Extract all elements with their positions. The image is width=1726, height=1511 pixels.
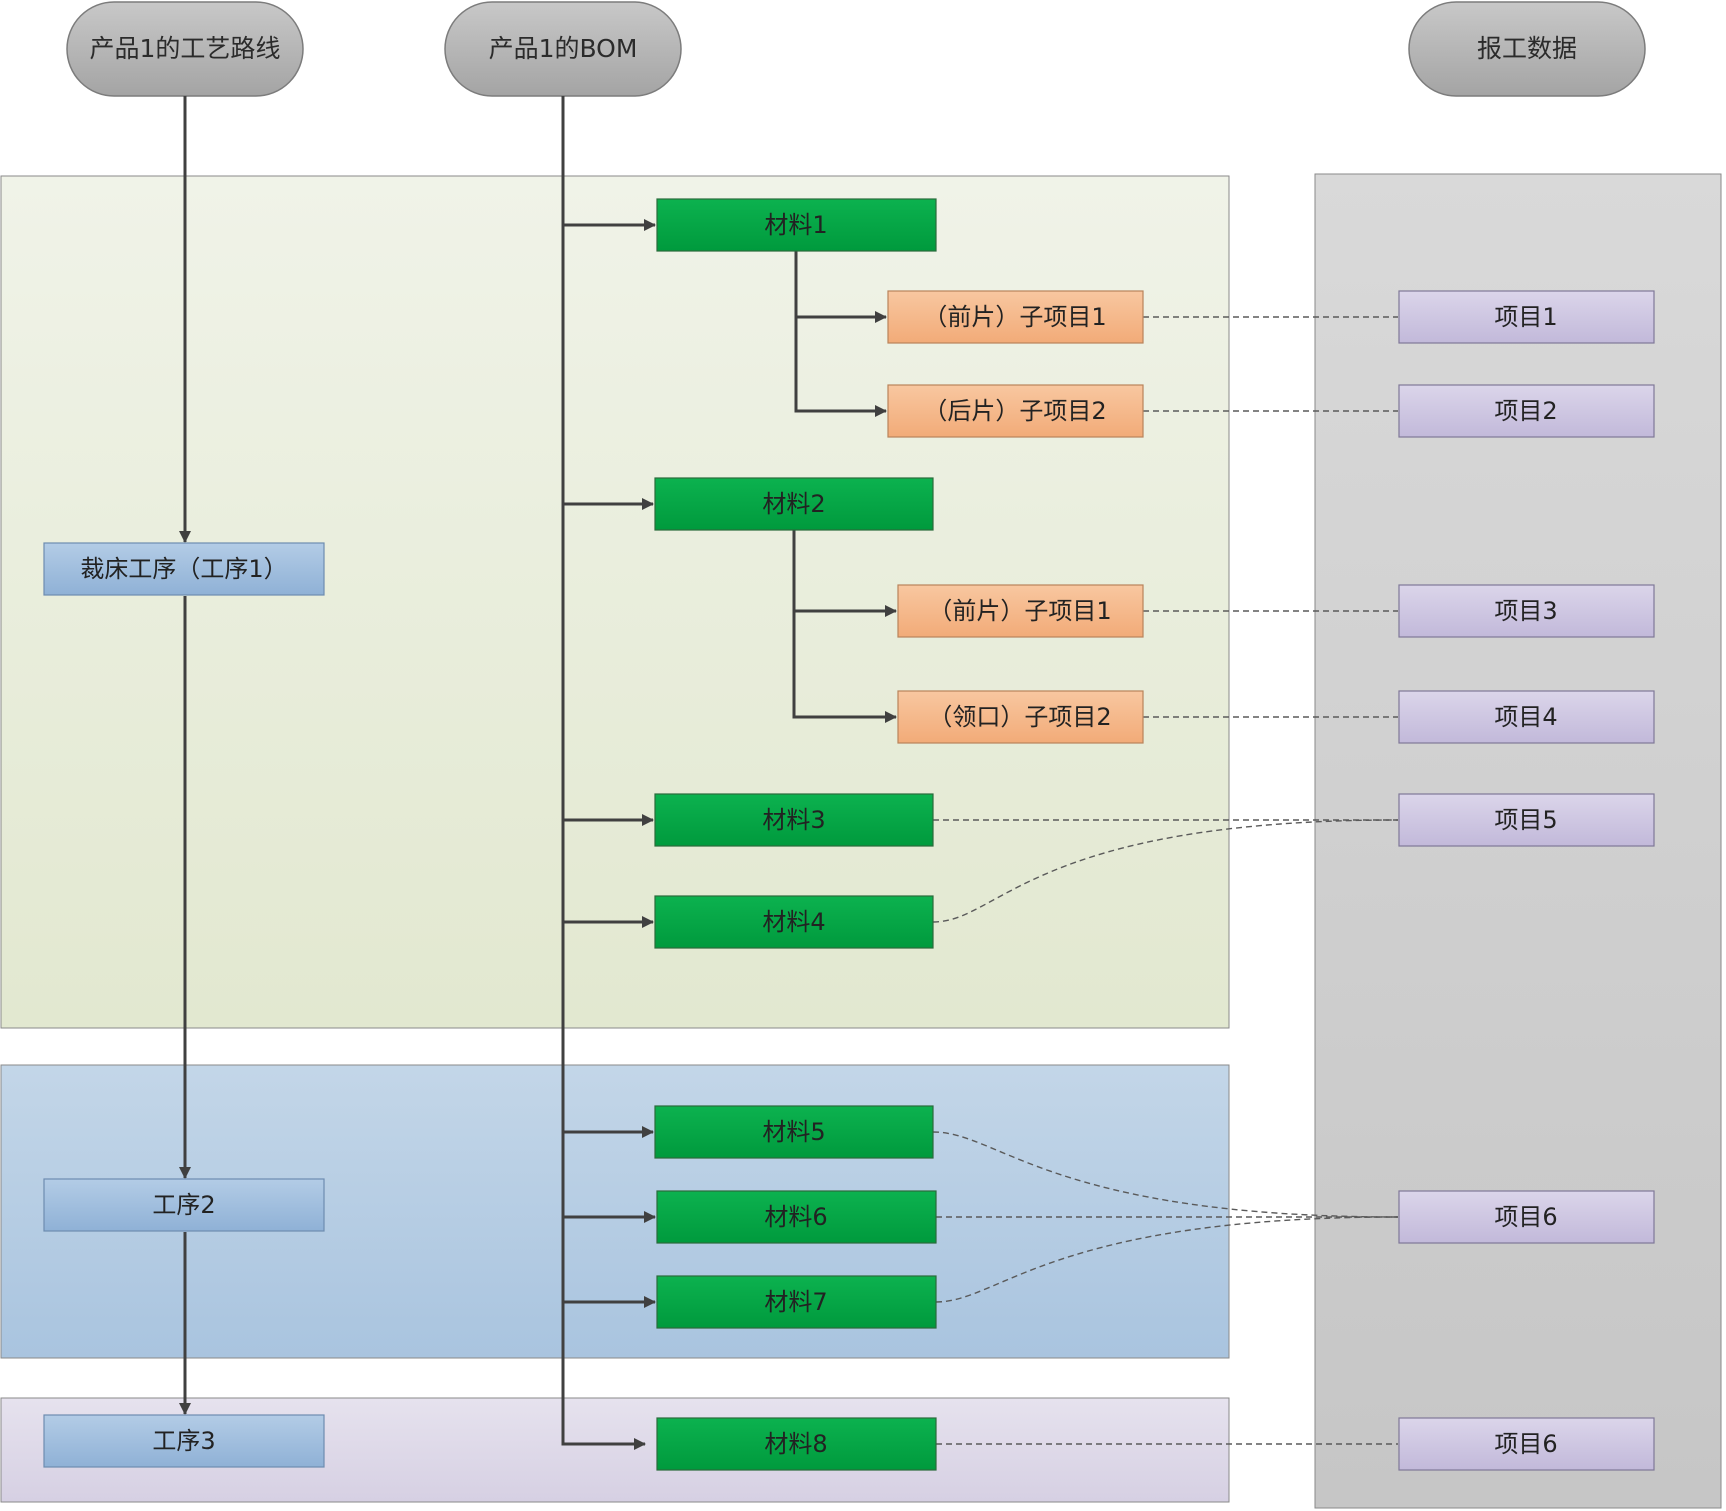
report-label: 项目6 [1494, 1203, 1557, 1231]
process-label: 工序2 [152, 1191, 215, 1219]
link-mat5-report6 [932, 1131, 1399, 1218]
subitem-label: （前片）子项目1 [923, 303, 1106, 331]
header-routing: 产品1的工艺路线 [66, 1, 304, 97]
material-box: 材料3 [654, 793, 934, 847]
material-box: 材料1 [656, 198, 937, 252]
header-bom: 产品1的BOM [444, 1, 682, 97]
material-box: 材料2 [654, 477, 934, 531]
bom-spine [561, 96, 646, 1450]
report-box: 项目6 [1398, 1417, 1655, 1471]
report-label: 项目4 [1494, 703, 1557, 731]
material-box: 材料7 [656, 1275, 937, 1329]
process-box: 工序2 [43, 1178, 325, 1232]
report-label: 项目6 [1494, 1430, 1557, 1458]
subitem-box: （前片）子项目1 [897, 584, 1144, 638]
link-mat7-report6 [935, 1216, 1399, 1303]
material-label: 材料5 [762, 1118, 825, 1146]
header-routing-label: 产品1的工艺路线 [90, 34, 281, 63]
header-report: 报工数据 [1408, 1, 1646, 97]
mat1-sub-connector [794, 251, 887, 417]
subitem-box: （前片）子项目1 [887, 290, 1144, 344]
subitem-box: （领口）子项目2 [897, 690, 1144, 744]
header-bom-label: 产品1的BOM [489, 34, 638, 63]
report-box: 项目6 [1398, 1190, 1655, 1244]
material-label: 材料4 [762, 908, 825, 936]
report-label: 项目2 [1494, 397, 1557, 425]
report-box: 项目5 [1398, 793, 1655, 847]
material-label: 材料8 [764, 1430, 827, 1458]
subitem-box: （后片）子项目2 [887, 384, 1144, 438]
process-label: 工序3 [152, 1427, 215, 1455]
header-report-label: 报工数据 [1477, 34, 1577, 63]
report-box: 项目3 [1398, 584, 1655, 638]
material-box: 材料6 [656, 1190, 937, 1244]
subitem-label: （前片）子项目1 [928, 597, 1111, 625]
material-label: 材料7 [764, 1288, 827, 1316]
report-label: 项目1 [1494, 303, 1557, 331]
report-box: 项目4 [1398, 690, 1655, 744]
link-mat4-report5 [932, 819, 1399, 923]
material-label: 材料6 [764, 1203, 827, 1231]
process-label: 裁床工序（工序1） [80, 555, 287, 583]
report-box: 项目1 [1398, 290, 1655, 344]
mat2-sub-connector [792, 530, 897, 723]
report-box: 项目2 [1398, 384, 1655, 438]
material-label: 材料1 [764, 211, 827, 239]
material-label: 材料3 [762, 806, 825, 834]
material-box: 材料8 [656, 1417, 937, 1471]
report-label: 项目3 [1494, 597, 1557, 625]
process-box: 工序3 [43, 1414, 325, 1468]
report-label: 项目5 [1494, 806, 1557, 834]
subitem-label: （后片）子项目2 [923, 397, 1106, 425]
subitem-label: （领口）子项目2 [928, 703, 1111, 731]
process-box: 裁床工序（工序1） [43, 542, 325, 596]
material-box: 材料5 [654, 1105, 934, 1159]
material-label: 材料2 [762, 490, 825, 518]
material-box: 材料4 [654, 895, 934, 949]
